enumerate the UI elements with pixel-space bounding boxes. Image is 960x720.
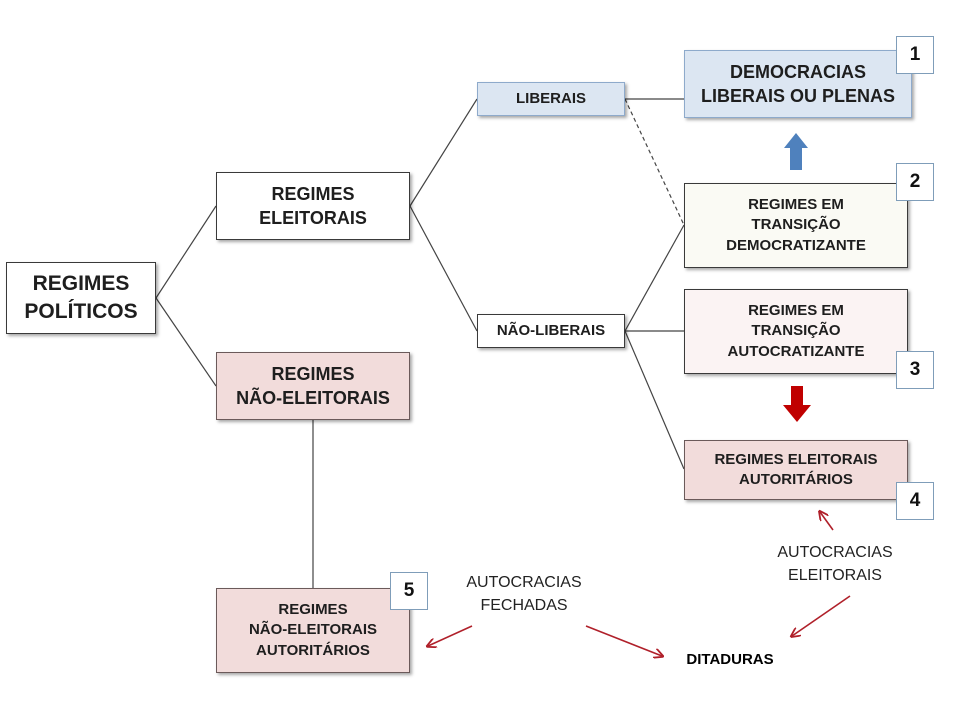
label-ditaduras: DITADURAS [686, 651, 774, 668]
box-regimes-politicos: REGIMES POLÍTICOS [6, 262, 156, 334]
box-eleitorais-autoritarios: REGIMES ELEITORAIS AUTORITÁRIOS [684, 440, 908, 500]
red-down-arrow [783, 386, 811, 422]
label-autocracias-eleitorais: AUTOCRACIAS ELEITORAIS [777, 544, 893, 585]
connector-politicos-nao-eleitorais [155, 297, 217, 387]
red-arrow-to-nao-eleitorais-autoritarios [428, 625, 473, 646]
badge-1: 1 [896, 36, 934, 74]
badge-3: 3 [896, 351, 934, 389]
badge-5: 5 [390, 572, 428, 610]
label-autocracias-fechadas: AUTOCRACIAS FECHADAS [466, 574, 582, 615]
box-nao-liberais-label: NÃO-LIBERAIS [496, 321, 606, 339]
red-arrow-to-ditaduras-from-eleitorais [792, 595, 851, 636]
box-nao-eleitorais-autoritarios: REGIMES NÃO-ELEITORAIS AUTORITÁRIOS [216, 588, 410, 673]
box-regimes-nao-eleitorais-label: REGIMES NÃO-ELEITORAIS [236, 363, 390, 408]
box-transicao-democratizante-label: REGIMES EM TRANSIÇÃO DEMOCRATIZANTE [726, 196, 866, 254]
connector-liberais-transicao-dashed [624, 98, 685, 226]
connector-politicos-eleitorais [155, 205, 217, 299]
red-arrow-to-eleitorais-autoritarios [820, 512, 834, 531]
box-nao-eleitorais-autoritarios-label: REGIMES NÃO-ELEITORAIS AUTORITÁRIOS [248, 601, 378, 659]
badge-2: 2 [896, 163, 934, 201]
box-regimes-eleitorais: REGIMES ELEITORAIS [216, 172, 410, 240]
box-transicao-autocratizante-label: REGIMES EM TRANSIÇÃO AUTOCRATIZANTE [727, 302, 865, 360]
box-nao-liberais: NÃO-LIBERAIS [477, 314, 625, 348]
connector-eleitorais-nao-liberais [409, 205, 478, 332]
red-arrow-to-ditaduras-from-fechadas [585, 625, 662, 656]
connector-nao-liberais-eleitorais-aut [624, 330, 685, 470]
box-transicao-autocratizante: REGIMES EM TRANSIÇÃO AUTOCRATIZANTE [684, 289, 908, 374]
blue-up-arrow [784, 133, 808, 170]
box-liberais: LIBERAIS [477, 82, 625, 116]
box-eleitorais-autoritarios-label: REGIMES ELEITORAIS AUTORITÁRIOS [714, 450, 878, 488]
box-democracias-label: DEMOCRACIAS LIBERAIS OU PLENAS [700, 61, 896, 106]
badge-4: 4 [896, 482, 934, 520]
connector-nao-liberais-transicao-dem [624, 224, 685, 332]
box-regimes-nao-eleitorais: REGIMES NÃO-ELEITORAIS [216, 352, 410, 420]
box-regimes-politicos-label: REGIMES POLÍTICOS [24, 271, 138, 323]
box-regimes-eleitorais-label: REGIMES ELEITORAIS [259, 183, 367, 228]
box-liberais-label: LIBERAIS [515, 89, 586, 107]
box-transicao-democratizante: REGIMES EM TRANSIÇÃO DEMOCRATIZANTE [684, 183, 908, 268]
connector-eleitorais-liberais [409, 98, 478, 207]
box-democracias: DEMOCRACIAS LIBERAIS OU PLENAS [684, 50, 912, 118]
